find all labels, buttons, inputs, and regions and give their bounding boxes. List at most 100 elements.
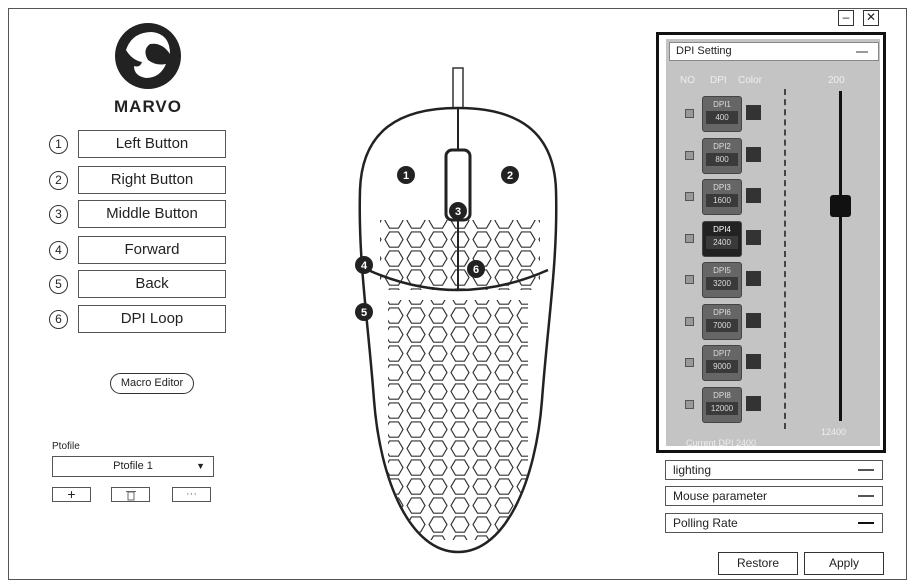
- dpi-level-value: 800: [706, 152, 738, 166]
- mouse-diagram: 1 2 3 4 5 6: [355, 67, 558, 554]
- dpi-enable-checkbox[interactable]: [685, 150, 694, 160]
- dpi-level-value: 3200: [706, 277, 738, 290]
- delete-profile-button[interactable]: [111, 487, 150, 502]
- key-number-1: 1: [49, 135, 68, 154]
- profile-label: Ptofile: [52, 441, 80, 452]
- divider: [784, 89, 786, 429]
- dpi-setting-header[interactable]: DPI Setting: [669, 42, 879, 61]
- marker-4: 4: [361, 260, 368, 272]
- dpi-level-name: DPI2: [713, 141, 731, 151]
- middle-button-assign[interactable]: Middle Button: [78, 200, 226, 228]
- dpi-enable-checkbox[interactable]: [685, 358, 694, 367]
- marker-6: 6: [473, 264, 479, 276]
- expand-icon: [858, 522, 874, 524]
- dpi-enable-checkbox[interactable]: [685, 399, 694, 409]
- profile-select[interactable]: Ptofile 1 ▼: [52, 456, 214, 477]
- polling-rate-section[interactable]: Polling Rate: [665, 513, 883, 533]
- dpi-level-name: DPI3: [713, 183, 731, 192]
- apply-button[interactable]: Apply: [804, 552, 884, 575]
- mouse-parameter-label: Mouse parameter: [673, 489, 768, 503]
- trash-icon: [125, 491, 136, 501]
- col-no: NO: [680, 75, 695, 86]
- dpi-setting-title: DPI Setting: [676, 45, 732, 57]
- marker-2: 2: [507, 170, 513, 182]
- key-number-3: 3: [49, 205, 68, 224]
- dpi-slider-thumb[interactable]: [830, 194, 851, 217]
- dpi-level-name: DPI6: [713, 307, 731, 317]
- dpi-color-swatch[interactable]: [746, 146, 761, 162]
- dpi-loop-button-assign[interactable]: DPI Loop: [78, 305, 226, 333]
- dpi-level-value: 7000: [706, 318, 738, 332]
- dpi-row: DPI5 3200: [680, 262, 800, 298]
- dpi-enable-checkbox[interactable]: [685, 109, 694, 118]
- macro-editor-button[interactable]: Macro Editor: [110, 373, 194, 394]
- slider-max: 12400: [821, 427, 847, 437]
- chevron-down-icon: ▼: [196, 461, 205, 471]
- add-profile-button[interactable]: +: [52, 487, 91, 502]
- dpi-color-swatch[interactable]: [746, 395, 761, 411]
- dpi-level-name: DPI7: [713, 349, 731, 358]
- dpi-level-name: DPI1: [713, 100, 731, 109]
- dpi-color-swatch[interactable]: [746, 188, 761, 203]
- key-number-6: 6: [49, 310, 68, 329]
- forward-button-assign[interactable]: Forward: [78, 236, 226, 264]
- dpi-level-button[interactable]: DPI1 400: [702, 96, 742, 132]
- key-number-5: 5: [49, 275, 68, 294]
- dpi-level-value: 2400: [706, 235, 738, 249]
- key-number-2: 2: [49, 171, 68, 190]
- dpi-slider-track[interactable]: [839, 91, 842, 421]
- dpi-level-name: DPI5: [713, 266, 731, 275]
- mouse-parameter-section[interactable]: Mouse parameter: [665, 486, 883, 506]
- dpi-row: DPI7 9000: [680, 345, 800, 381]
- lighting-section[interactable]: lighting: [665, 460, 883, 480]
- slider-min: 200: [828, 75, 845, 86]
- lighting-label: lighting: [673, 463, 712, 477]
- close-button[interactable]: ✕: [863, 10, 879, 26]
- current-dpi: Current DPI 2400: [686, 438, 757, 448]
- dpi-level-button[interactable]: DPI7 9000: [702, 345, 742, 381]
- key-number-4: 4: [49, 241, 68, 260]
- dpi-level-button[interactable]: DPI5 3200: [702, 262, 742, 298]
- minimize-button[interactable]: –: [838, 10, 854, 26]
- dpi-color-swatch[interactable]: [746, 354, 761, 369]
- marvo-logo-icon: [115, 23, 181, 89]
- dpi-setting-panel: DPI Setting NO DPI Color 200 DPI1 400 DPI…: [656, 32, 886, 453]
- dpi-level-value: 400: [706, 111, 738, 124]
- dpi-color-swatch[interactable]: [746, 229, 761, 245]
- dpi-enable-checkbox[interactable]: [685, 233, 694, 243]
- marker-1: 1: [403, 170, 409, 182]
- col-color: Color: [738, 75, 762, 86]
- dpi-row: DPI1 400: [680, 96, 800, 132]
- dpi-enable-checkbox[interactable]: [685, 275, 694, 284]
- expand-icon: [858, 495, 874, 497]
- expand-icon: [858, 469, 874, 471]
- mouse-cable: [452, 67, 464, 109]
- dpi-color-swatch[interactable]: [746, 105, 761, 120]
- more-options-button[interactable]: ···: [172, 487, 211, 502]
- marker-5: 5: [361, 307, 367, 319]
- dpi-level-value: 12000: [706, 401, 738, 415]
- left-button-assign[interactable]: Left Button: [78, 130, 226, 158]
- right-button-assign[interactable]: Right Button: [78, 166, 226, 194]
- dpi-enable-checkbox[interactable]: [685, 316, 694, 326]
- dpi-level-value: 9000: [706, 360, 738, 373]
- back-button-assign[interactable]: Back: [78, 270, 226, 298]
- dpi-color-swatch[interactable]: [746, 271, 761, 286]
- dpi-color-swatch[interactable]: [746, 312, 761, 328]
- dpi-level-name: DPI8: [713, 390, 731, 400]
- dpi-enable-checkbox[interactable]: [685, 192, 694, 201]
- restore-button[interactable]: Restore: [718, 552, 798, 575]
- polling-rate-label: Polling Rate: [673, 516, 738, 530]
- col-dpi: DPI: [710, 75, 727, 86]
- brand-name: MARVO: [114, 97, 182, 116]
- profile-selected: Ptofile 1: [113, 460, 153, 472]
